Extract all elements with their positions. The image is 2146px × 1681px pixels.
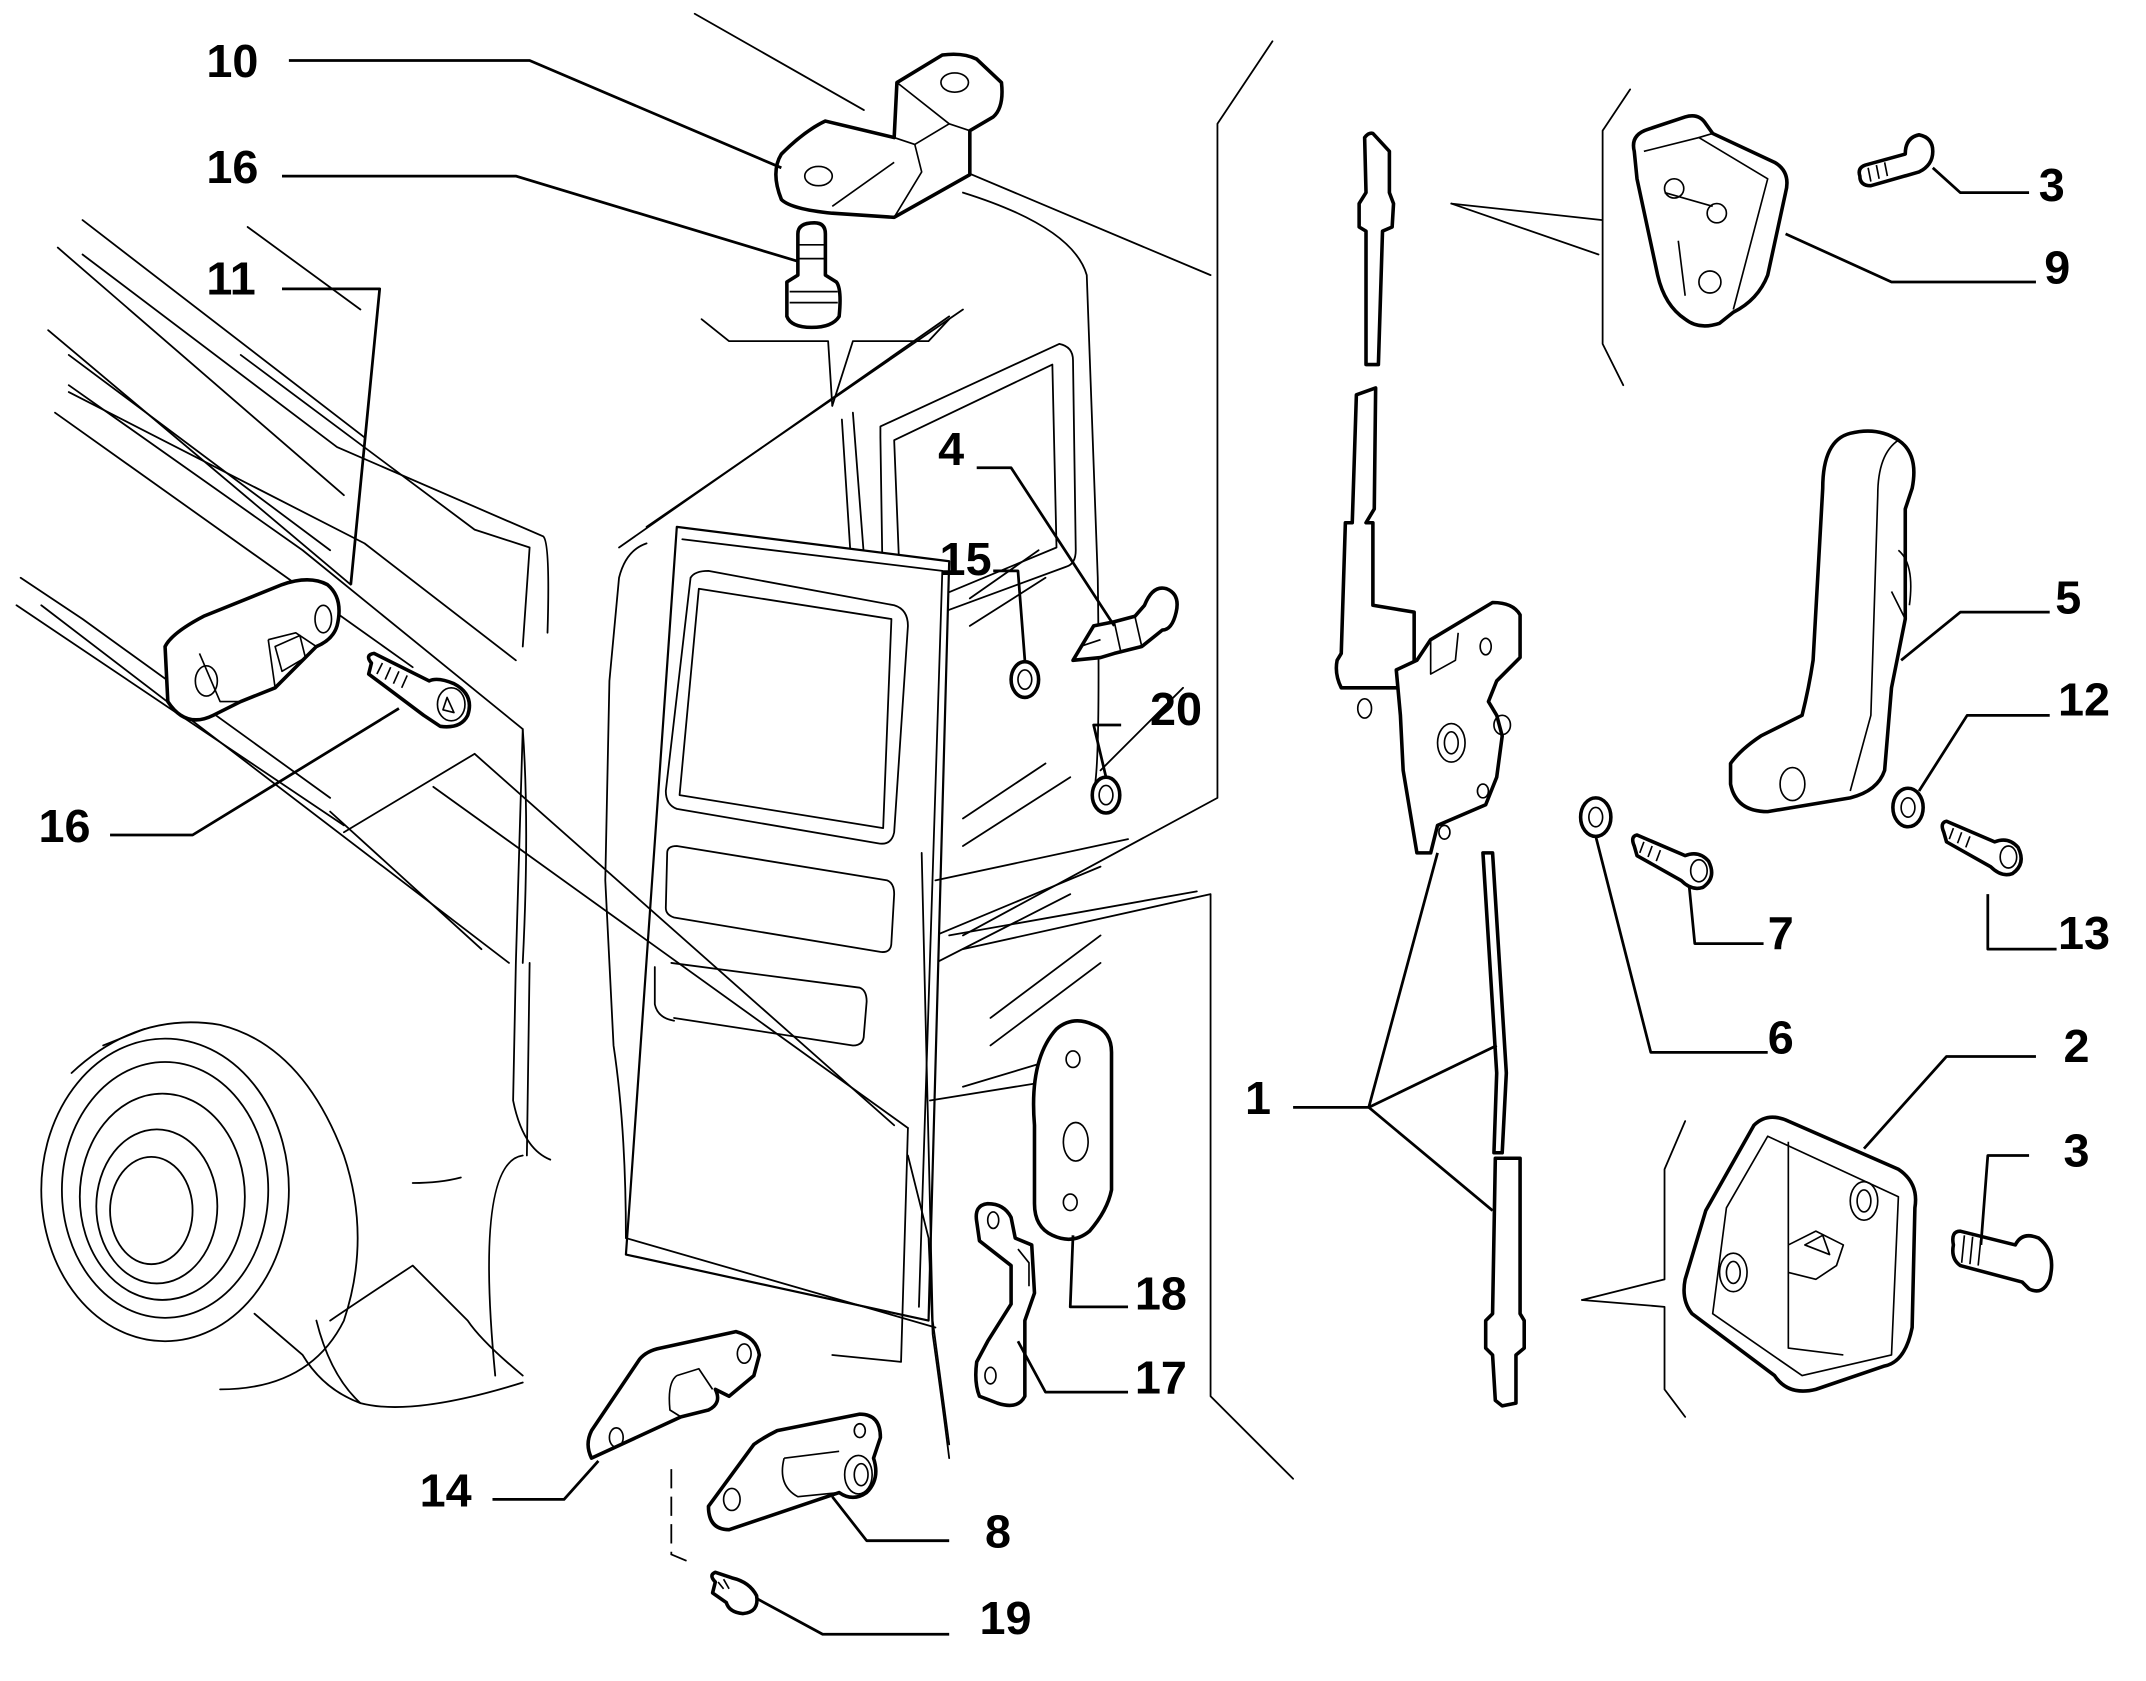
- part-14-door-stop-pin: [586, 1329, 762, 1460]
- part-labels: 10 16 11 16 4 15 20 3 9 5 12 7 13 6 2 1 …: [39, 35, 2110, 1644]
- label-5: 5: [2055, 572, 2081, 624]
- part-13-screw: [1940, 819, 2023, 877]
- part-8-door-stop-pin: [706, 1412, 883, 1532]
- label-13: 13: [2058, 907, 2110, 959]
- label-8: 8: [985, 1506, 1011, 1558]
- part-5-inner-handle: [1728, 429, 1916, 814]
- label-20: 20: [1150, 683, 1202, 735]
- label-17: 17: [1135, 1351, 1187, 1403]
- label-10: 10: [206, 35, 258, 87]
- label-16b: 16: [39, 800, 91, 852]
- part-18-hinge-plate: [1031, 1019, 1114, 1242]
- part-20-washer: [1090, 775, 1122, 815]
- part-3-upper-screw: [1857, 133, 1935, 188]
- part-10-upper-hinge-bracket: [774, 52, 1004, 220]
- label-1: 1: [1245, 1072, 1271, 1124]
- label-18: 18: [1135, 1268, 1187, 1320]
- part-16-bolt: [366, 651, 472, 729]
- van-body-outline: [15, 12, 1294, 1480]
- part-9-upper-latch-housing: [1631, 114, 1789, 328]
- dashed-assembly-line: [670, 1469, 689, 1563]
- label-19: 19: [979, 1592, 1031, 1644]
- label-16a: 16: [206, 141, 258, 193]
- part-1-locking-rod-assembly: [1334, 131, 1526, 1408]
- part-4-striker-pin: [1071, 586, 1179, 663]
- grouping-brackets: [1450, 88, 1687, 1418]
- label-6: 6: [1768, 1012, 1794, 1064]
- part-11-hinge-bracket: [163, 578, 341, 722]
- part-16-upper-pin: [785, 221, 842, 330]
- label-12: 12: [2058, 673, 2110, 725]
- label-3b: 3: [2063, 1125, 2089, 1177]
- label-2: 2: [2063, 1020, 2089, 1072]
- label-14: 14: [420, 1464, 472, 1516]
- label-9: 9: [2044, 241, 2070, 293]
- label-3a: 3: [2039, 159, 2065, 211]
- part-19-screw: [710, 1570, 759, 1616]
- part-12-washer: [1891, 786, 1925, 829]
- label-15: 15: [940, 533, 992, 585]
- part-17-lower-hinge-bracket: [974, 1201, 1037, 1408]
- label-11: 11: [206, 252, 255, 304]
- part-3-lower-screw: [1951, 1229, 2054, 1293]
- part-15-washer: [1009, 659, 1041, 700]
- part-2-lower-latch-housing: [1682, 1115, 1918, 1393]
- label-7: 7: [1768, 907, 1794, 959]
- part-7-screw: [1630, 833, 1714, 891]
- part-6-washer: [1578, 796, 1613, 839]
- leader-lines: [110, 59, 2057, 1636]
- label-4: 4: [938, 423, 964, 475]
